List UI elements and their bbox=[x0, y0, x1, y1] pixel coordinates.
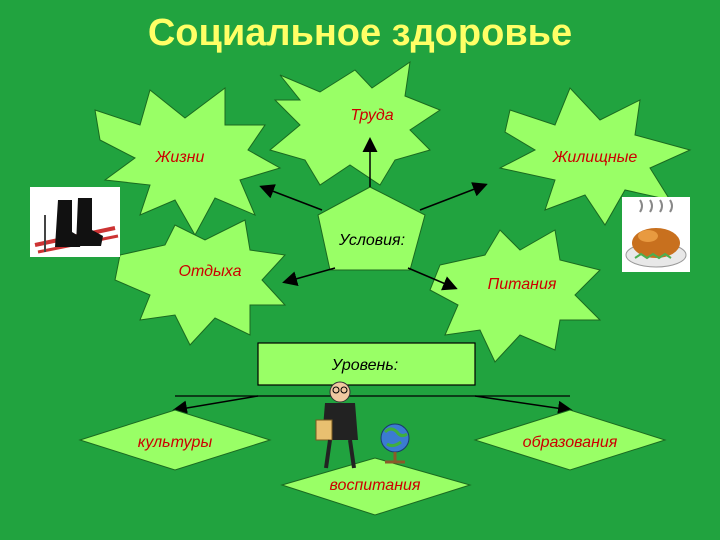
arrow-to-life bbox=[259, 184, 323, 211]
star-label-work: Труда bbox=[350, 107, 393, 124]
star-work: Труда bbox=[268, 60, 442, 186]
arrow-to-rest bbox=[282, 267, 336, 286]
star-rest: Отдыха bbox=[114, 219, 287, 346]
diamond-culture: культуры bbox=[78, 409, 272, 471]
star-label-life: Жизни bbox=[155, 149, 205, 166]
arrow-to-food bbox=[407, 267, 458, 291]
slide-title: Социальное здоровье bbox=[147, 12, 573, 54]
diamond-label-education: образования bbox=[523, 434, 618, 451]
conditions-pentagon: Условия: bbox=[317, 186, 426, 271]
level-box: Уровень: bbox=[257, 342, 476, 386]
star-housing: Жилищные bbox=[498, 87, 692, 226]
star-label-food: Питания bbox=[488, 276, 557, 293]
diamond-label-upbringing: воспитания bbox=[330, 477, 421, 494]
conditions-arrows bbox=[259, 137, 488, 291]
level-arrows bbox=[172, 395, 573, 416]
diamond-upbringing: воспитания bbox=[280, 457, 472, 516]
conditions-label: Условия: bbox=[338, 232, 405, 249]
star-life: Жизни bbox=[94, 87, 282, 237]
diamond-education: образования bbox=[473, 409, 667, 471]
diamond-label-culture: культуры bbox=[138, 434, 213, 451]
arrow-to-education bbox=[474, 395, 573, 416]
roast-chicken-icon bbox=[622, 197, 690, 272]
star-food: Питания bbox=[429, 229, 602, 363]
arrow-to-culture bbox=[172, 395, 259, 416]
boots-ski-icon bbox=[30, 187, 120, 257]
star-label-housing: Жилищные bbox=[552, 149, 638, 166]
arrow-to-housing bbox=[419, 182, 488, 211]
professor-with-globe-icon bbox=[315, 381, 410, 469]
star-label-rest: Отдыха bbox=[179, 263, 242, 280]
level-label: Уровень: bbox=[331, 357, 398, 374]
